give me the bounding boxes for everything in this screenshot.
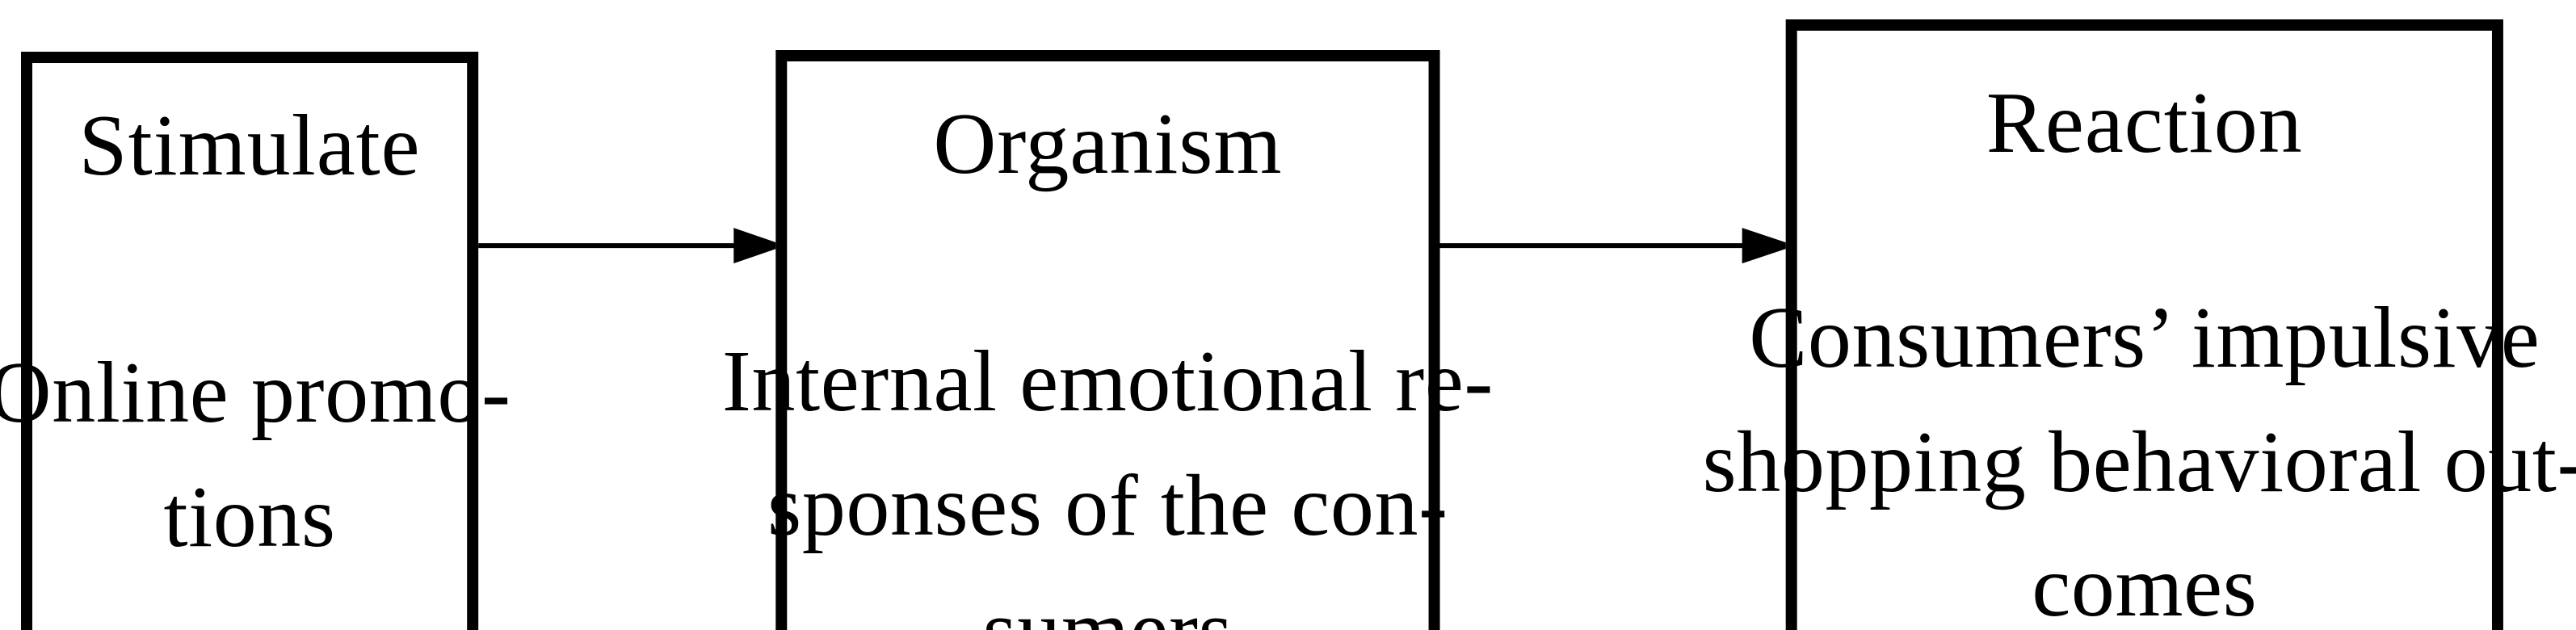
node-stimulate-body: Online promo- tions bbox=[0, 332, 511, 580]
node-organism-body-line: Internal emotional re- bbox=[721, 333, 1494, 430]
node-reaction-body-line: shopping behavioral out- bbox=[1702, 414, 2576, 511]
arrow-stimulate-to-organism-icon bbox=[478, 228, 786, 264]
node-stimulate-body-line: Online promo- bbox=[0, 344, 511, 442]
node-reaction-body: Consumers’ impulsive shopping behavioral… bbox=[1703, 277, 2576, 630]
node-stimulate[interactable]: Stimulate Online promo- tions bbox=[0, 52, 511, 630]
node-organism-body-line: sumers bbox=[982, 581, 1233, 630]
node-organism-body: Internal emotional re- sponses of the co… bbox=[722, 321, 1494, 630]
arrow-organism-to-reaction bbox=[1435, 225, 1796, 267]
node-organism-title: Organism bbox=[933, 95, 1283, 193]
arrow-stimulate-to-organism bbox=[478, 225, 786, 267]
node-reaction-title: Reaction bbox=[1986, 74, 2303, 172]
node-stimulate-title: Stimulate bbox=[78, 97, 421, 195]
arrow-organism-to-reaction-icon bbox=[1435, 228, 1796, 264]
node-reaction[interactable]: Reaction Consumers’ impulsive shopping b… bbox=[1703, 19, 2576, 630]
node-reaction-body-line: Consumers’ impulsive bbox=[1749, 289, 2540, 387]
node-organism-body-line: sponses of the con- bbox=[767, 457, 1448, 555]
node-reaction-body-line: comes bbox=[2032, 537, 2258, 630]
node-stimulate-body-line: tions bbox=[163, 468, 336, 566]
node-organism[interactable]: Organism Internal emotional re- sponses … bbox=[722, 50, 1493, 630]
